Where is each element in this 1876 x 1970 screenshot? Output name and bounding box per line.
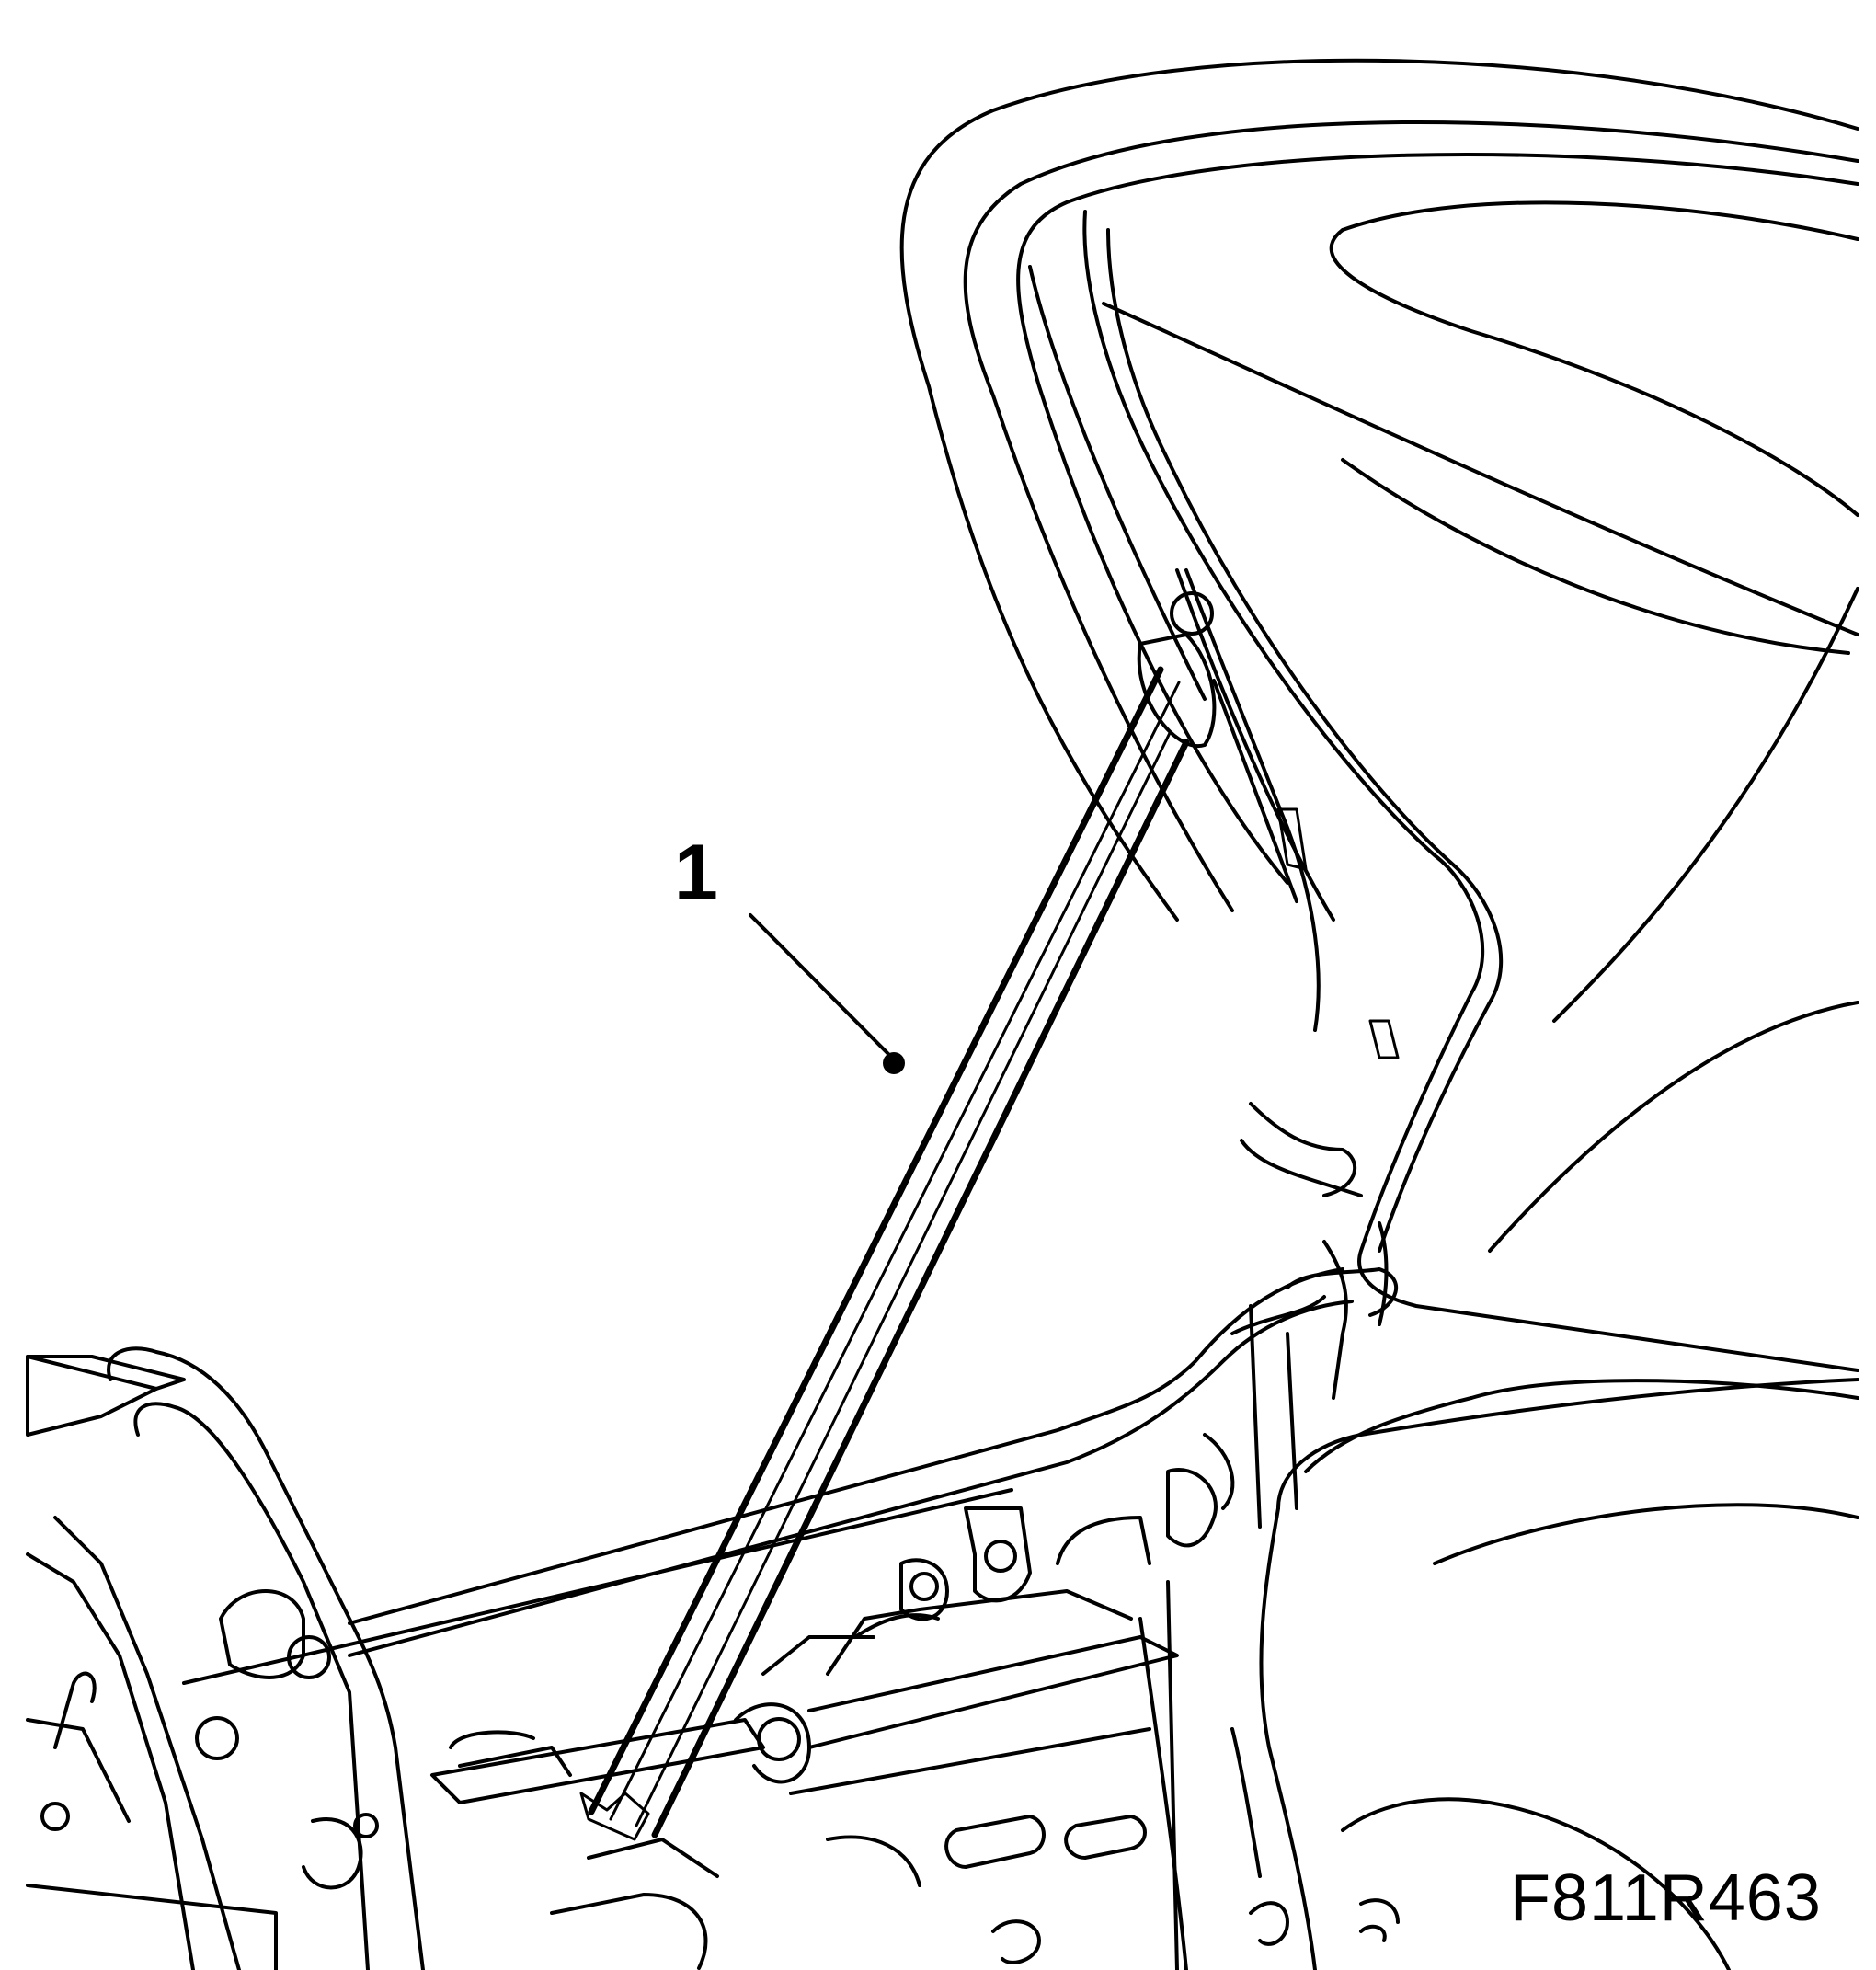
raised-lid [899, 58, 1859, 1372]
callout-label-1: 1 [674, 829, 718, 917]
gas-strut [579, 666, 1190, 1841]
body-rail [182, 1267, 1399, 1685]
figure-code: F811R463 [1510, 1861, 1822, 1935]
lower-structure [430, 1433, 1235, 1970]
lid-hinge [1137, 568, 1357, 1197]
callout-leader-line [749, 913, 891, 1057]
left-hinge-bracket [26, 1346, 425, 1970]
rear-brace [1322, 1221, 1389, 1400]
callout-dot [883, 1052, 905, 1074]
right-trim-panel [1230, 1378, 1859, 1970]
